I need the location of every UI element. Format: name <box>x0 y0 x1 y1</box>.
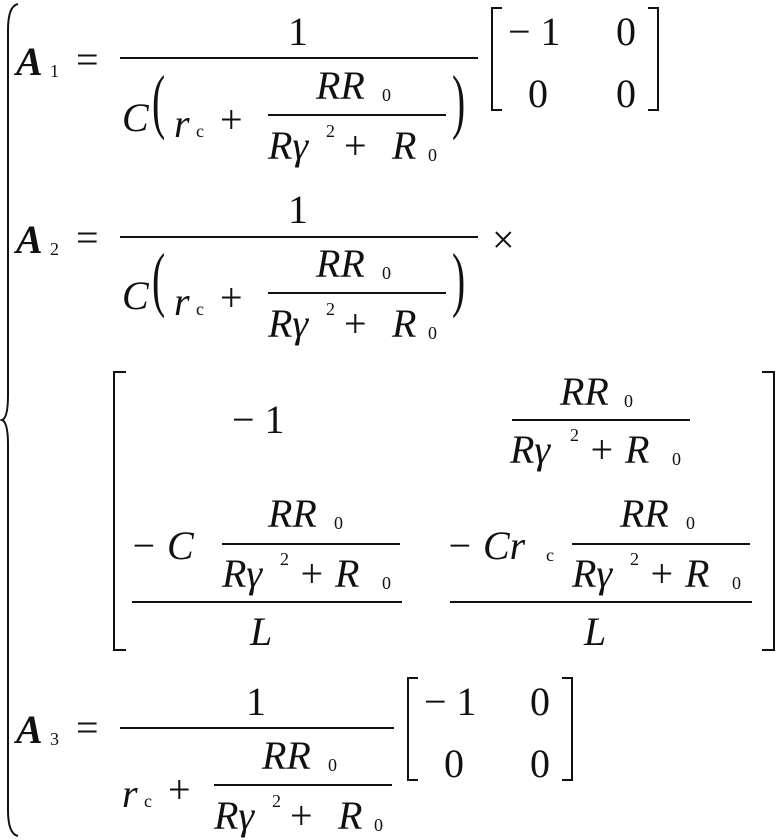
m21-outer-bar <box>132 601 402 603</box>
m21-den: Rγ <box>222 551 263 596</box>
inner-plus: + <box>290 793 313 838</box>
inner-numerator-sub: 0 <box>382 263 391 283</box>
numerator: 1 <box>288 187 308 232</box>
m21-numerator: RR <box>268 491 317 536</box>
plus-sign: + <box>220 275 243 320</box>
left-paren: ( <box>152 61 166 141</box>
matrix-brackets <box>113 371 775 651</box>
fraction-bar <box>120 727 394 729</box>
inner-den-r0: R <box>392 123 417 168</box>
matrix-index: 2 <box>50 239 59 259</box>
matrix-symbol: A <box>16 217 43 262</box>
m22-outer-den: L <box>584 609 607 654</box>
m12-numerator-sub: 0 <box>624 391 633 411</box>
m22-prefix-sub: c <box>546 545 554 565</box>
matrix-cell: − 1 <box>508 9 561 54</box>
matrix-index: 1 <box>50 61 59 81</box>
inner-den-r-gamma: Rγ <box>268 123 309 168</box>
matrix-symbol: A <box>16 39 43 84</box>
matrix-cell-11: − 1 <box>232 397 285 442</box>
inner-fraction-bar <box>268 292 446 294</box>
times-sign: × <box>492 217 515 262</box>
right-paren: ) <box>452 61 466 141</box>
matrix-cell: 0 <box>616 9 636 54</box>
m21-den-sup: 2 <box>280 549 289 569</box>
inner-den-r0-sub: 0 <box>428 145 437 165</box>
inner-plus: + <box>344 123 367 168</box>
m21-inner-bar <box>222 543 400 545</box>
m12-den-sup: 2 <box>570 425 579 445</box>
gamma-exponent: 2 <box>326 299 335 319</box>
m12-fraction-bar <box>512 419 690 421</box>
m22-den: Rγ <box>572 551 613 596</box>
matrix-brackets <box>407 677 573 781</box>
matrix-cell: 0 <box>530 679 550 724</box>
r-symbol: r <box>174 279 190 324</box>
inner-den-r0-sub: 0 <box>374 815 383 835</box>
fraction-bar <box>120 57 478 59</box>
m22-outer-bar <box>450 601 752 603</box>
m21-den-tail: + R <box>298 551 360 596</box>
m12-den: Rγ <box>510 427 551 472</box>
r-subscript: c <box>196 299 204 319</box>
inner-numerator: RR <box>262 733 311 778</box>
m12-numerator: RR <box>560 369 609 414</box>
inner-den-r0: R <box>392 301 417 346</box>
numerator: 1 <box>288 9 308 54</box>
m22-numerator-sub: 0 <box>686 513 695 533</box>
inner-den-r0: R <box>338 793 363 838</box>
den-prefix: C <box>122 95 149 140</box>
numerator: 1 <box>246 679 266 724</box>
matrix-cell: 0 <box>616 71 636 116</box>
r-symbol: r <box>122 771 138 816</box>
inner-den-r-gamma: Rγ <box>214 793 255 838</box>
equals-sign: = <box>76 37 99 82</box>
m12-den-tail: + R <box>588 427 650 472</box>
matrix-brackets <box>491 7 659 111</box>
inner-numerator-sub: 0 <box>382 85 391 105</box>
right-paren: ) <box>452 239 466 319</box>
m22-inner-bar <box>572 543 750 545</box>
m22-den-sup: 2 <box>630 549 639 569</box>
inner-numerator: RR <box>316 241 365 286</box>
matrix-cell: 0 <box>530 741 550 786</box>
inner-plus: + <box>344 301 367 346</box>
inner-numerator-sub: 0 <box>328 755 337 775</box>
r-subscript: c <box>196 121 204 141</box>
m21-prefix: − C <box>130 523 194 568</box>
matrix-cell: − 1 <box>424 679 477 724</box>
r-subscript: c <box>144 791 152 811</box>
den-prefix: C <box>122 273 149 318</box>
m21-den-sub: 0 <box>382 573 391 593</box>
matrix-symbol: A <box>16 707 43 752</box>
r-symbol: r <box>174 101 190 146</box>
gamma-exponent: 2 <box>326 121 335 141</box>
inner-fraction-bar <box>268 114 446 116</box>
inner-numerator: RR <box>316 63 365 108</box>
inner-den-r0-sub: 0 <box>428 323 437 343</box>
m21-outer-den: L <box>250 609 273 654</box>
m12-den-sub: 0 <box>672 449 681 469</box>
plus-sign: + <box>168 767 191 812</box>
m22-den-tail: + R <box>648 551 710 596</box>
fraction-bar <box>120 236 478 238</box>
plus-sign: + <box>220 97 243 142</box>
left-brace <box>0 3 19 837</box>
inner-fraction-bar <box>214 784 392 786</box>
m22-den-sub: 0 <box>732 573 741 593</box>
inner-den-r-gamma: Rγ <box>268 301 309 346</box>
matrix-cell: 0 <box>528 71 548 116</box>
left-paren: ( <box>152 239 166 319</box>
matrix-cell: 0 <box>444 741 464 786</box>
m22-numerator: RR <box>620 491 669 536</box>
m21-numerator-sub: 0 <box>334 513 343 533</box>
gamma-exponent: 2 <box>272 791 281 811</box>
matrix-index: 3 <box>50 729 59 749</box>
equals-sign: = <box>76 215 99 260</box>
equals-sign: = <box>76 705 99 750</box>
m22-prefix: − Cr <box>446 523 526 568</box>
